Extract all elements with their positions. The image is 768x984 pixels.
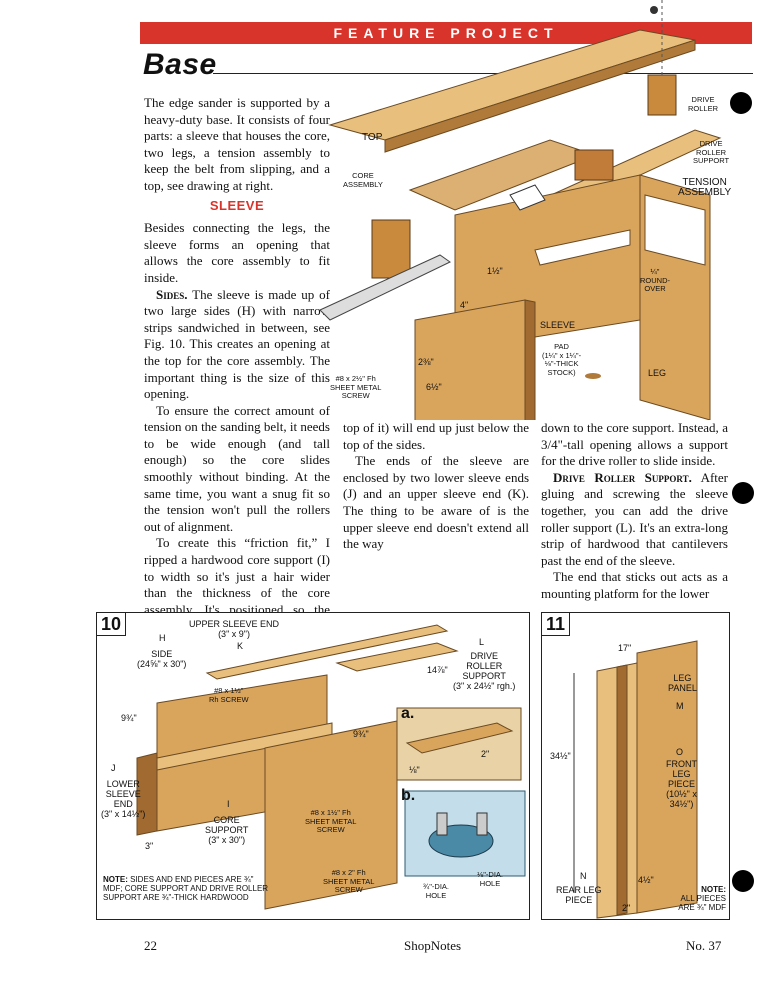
right-paragraph-1: down to the core support. Instead, a 3/4… — [541, 420, 728, 469]
page-title: Base — [143, 48, 217, 81]
label-rh-screw: #8 x 1½" Rh SCREW — [209, 686, 249, 704]
label-screw-1-5: #8 x 1½" Fh SHEET METAL SCREW — [305, 808, 357, 834]
label-eighth-hole: ⅛"-DIA. HOLE — [477, 870, 504, 888]
note-text: SIDES AND END PIECES ARE ¾" MDF; CORE SU… — [103, 875, 269, 902]
margin-dot — [730, 92, 752, 114]
dim-1-5: 1½" — [487, 266, 503, 276]
callout-n: N — [580, 871, 587, 881]
left-column: The edge sander is supported by a heavy-… — [144, 95, 330, 635]
sides-heading: Sides. — [156, 286, 188, 302]
label-leg-panel: LEG PANEL — [668, 673, 697, 693]
note-text: ALL PIECES ARE ¾" MDF — [678, 894, 726, 912]
magazine-name: ShopNotes — [404, 938, 462, 953]
label-sheet-metal-screw: #8 x 2½" Fh SHEET METAL SCREW — [330, 374, 382, 400]
note-head: NOTE: — [103, 875, 128, 884]
drive-roller — [647, 74, 677, 116]
dim-2-375: 2⅜" — [418, 357, 434, 367]
title-rule — [213, 73, 753, 74]
dim-34-5: 34½" — [550, 751, 571, 761]
dim-3: 3" — [145, 841, 154, 851]
label-roundover: ¼" ROUND- OVER — [640, 267, 670, 293]
dim-4: 4" — [460, 300, 469, 310]
sleeve-paragraph-2: Sides. The sleeve is made up of two larg… — [144, 287, 330, 403]
sides-text: The sleeve is made up of two large sides… — [144, 286, 331, 402]
main-exploded-drawing — [319, 0, 722, 420]
right-column: down to the core support. Instead, a 3/4… — [541, 420, 728, 603]
margin-dot — [732, 482, 754, 504]
label-rear-leg-piece: REAR LEG PIECE — [556, 885, 602, 905]
front-leg — [414, 299, 526, 420]
callout-m: M — [676, 701, 684, 711]
label-sleeve: SLEEVE — [540, 320, 576, 330]
figure-10: 10 UPPER SLEEVE END (3" x 9") K H SIDE (… — [96, 612, 530, 920]
label-side: SIDE (24⅝" x 30") — [137, 649, 187, 669]
sleeve-paragraph-3: To ensure the correct amount of tension … — [144, 402, 330, 534]
detail-b-label: b. — [401, 787, 416, 804]
figure-10-number: 10 — [97, 613, 127, 636]
right-paragraph-3: The end that sticks out acts as a mounti… — [541, 569, 728, 601]
callout-l: L — [479, 637, 485, 647]
label-pad: PAD (1¼" x 1¼"- ⅛"-THICK STOCK) — [542, 342, 582, 377]
callout-k: K — [237, 641, 244, 651]
label-leg: LEG — [648, 368, 667, 378]
dim-9-75-b: 9¾" — [353, 729, 369, 739]
right-paragraph-2: Drive Roller Support. After gluing and s… — [541, 470, 728, 570]
page-number: 22 — [144, 938, 157, 953]
mid-paragraph-1: top of it) will end up just below the to… — [343, 420, 529, 452]
label-drive-roller-support: DRIVE ROLLER SUPPORT — [693, 139, 730, 165]
mid-paragraph-2: The ends of the sleeve are enclosed by t… — [343, 453, 529, 552]
dim-6-5: 6½" — [426, 382, 442, 392]
dim-17: 17" — [618, 643, 632, 653]
label-core-assembly: CORE ASSEMBLY — [343, 171, 383, 189]
note-head: NOTE: — [701, 885, 726, 894]
drive-roller-support-text: After gluing and screwing the sleeve tog… — [541, 469, 728, 568]
tension-springs — [574, 149, 614, 181]
top-board — [328, 29, 696, 141]
callout-j: J — [111, 763, 116, 773]
label-core-support: CORE SUPPORT (3" x 30") — [205, 815, 249, 845]
dim-9-75-a: 9¾" — [121, 713, 137, 723]
dim-2: 2" — [481, 749, 490, 759]
label-drive-roller: DRIVE ROLLER — [688, 95, 719, 113]
label-three-quarter-hole: ¾"-DIA. HOLE — [423, 882, 450, 900]
label-front-leg-piece: FRONT LEG PIECE (10½" x 34½") — [666, 759, 697, 809]
label-tension-assembly: TENSION ASSEMBLY — [678, 177, 732, 198]
sleeve-paragraph-1: Besides connecting the legs, the sleeve … — [144, 220, 330, 285]
detail-a-label: a. — [401, 705, 415, 722]
dim-14-875: 14⅞" — [427, 665, 448, 675]
label-drive-roller-support: DRIVE ROLLER SUPPORT (3" x 24½" rgh.) — [453, 651, 516, 691]
section-heading-sleeve: SLEEVE — [209, 197, 265, 213]
figure-11-number: 11 — [542, 613, 571, 636]
label-top: TOP — [362, 132, 383, 143]
label-upper-sleeve-end: UPPER SLEEVE END (3" x 9") — [189, 619, 280, 639]
callout-o: O — [676, 747, 684, 757]
intro-paragraph: The edge sander is supported by a heavy-… — [144, 95, 330, 193]
issue-number: No. 37 — [686, 938, 722, 953]
label-screw-2: #8 x 2" Fh SHEET METAL SCREW — [323, 868, 375, 894]
dim-eighth: ⅛" — [409, 765, 420, 775]
dim-2-fig11: 2" — [622, 903, 631, 913]
figure-11-drawing — [573, 640, 698, 919]
dim-4-5: 4½" — [638, 875, 654, 885]
drive-roller-support-heading: Drive Roller Support. — [553, 469, 692, 485]
callout-h: H — [159, 633, 166, 643]
feature-banner: FEATURE PROJECT — [140, 22, 752, 44]
figure-11: 11 17" LEG PANEL M 34½" O FRONT LEG PIEC… — [541, 612, 730, 920]
callout-i: I — [227, 799, 230, 809]
figure-10-note: NOTE: SIDES AND END PIECES ARE ¾" MDF; C… — [103, 875, 273, 902]
label-lower-sleeve-end: LOWER SLEEVE END (3" x 14½") — [101, 779, 146, 819]
figure-11-note: NOTE:ALL PIECES ARE ¾" MDF — [666, 885, 726, 912]
figure-10-drawing — [136, 624, 526, 910]
margin-dot — [732, 870, 754, 892]
core-roller — [371, 219, 411, 279]
middle-column: top of it) will end up just below the to… — [343, 420, 529, 553]
